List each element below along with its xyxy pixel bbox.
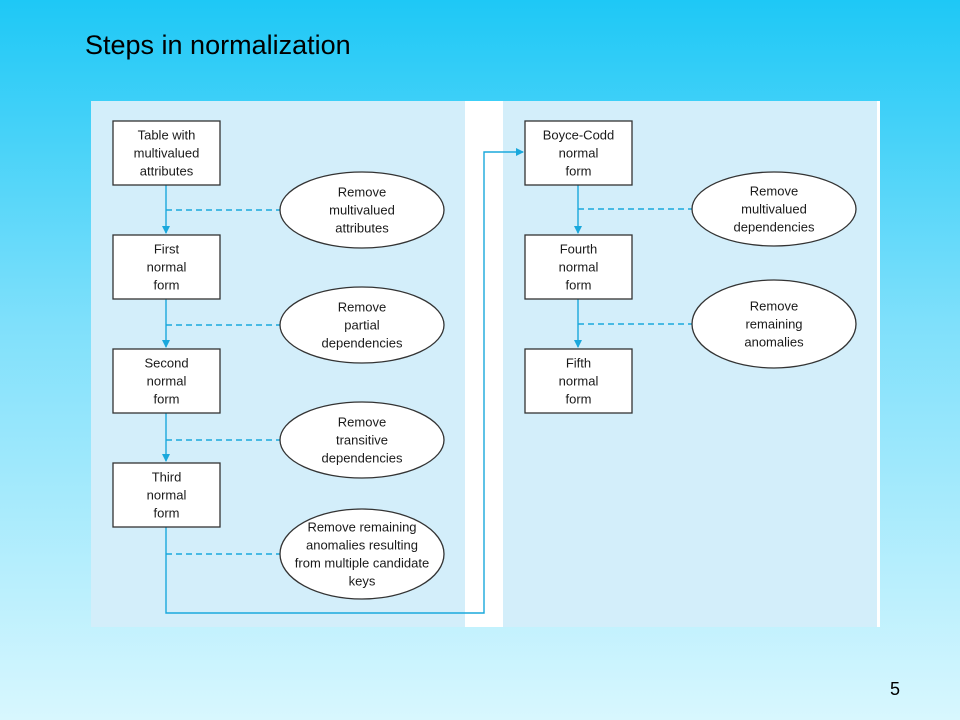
state-box-5nf-line: form <box>566 392 592 407</box>
state-box-5nf <box>524 348 633 414</box>
state-box-bcnf-line: form <box>566 164 592 179</box>
state-box-5nf-line: normal <box>559 374 599 389</box>
step-oval-remaining <box>691 279 857 369</box>
step-oval-mv-dep-line: Remove <box>750 184 798 199</box>
step-oval-candidate <box>279 508 445 600</box>
step-oval-transitive-line: Remove <box>338 415 386 430</box>
step-oval-transitive-line: dependencies <box>322 451 403 466</box>
state-box-2nf-line: Second <box>144 356 188 371</box>
state-box-bcnf-line: Boyce-Codd <box>543 128 615 143</box>
step-oval-partial-line: partial <box>344 318 380 333</box>
state-box-table-line: Table with <box>138 128 196 143</box>
step-oval-mv-dep-line: dependencies <box>734 220 815 235</box>
state-box-3nf <box>112 462 221 528</box>
state-box-table-line: attributes <box>140 164 194 179</box>
step-oval-candidate-line: Remove remaining <box>307 520 416 535</box>
step-oval-candidate-line: anomalies resulting <box>306 538 418 553</box>
state-box-2nf-line: normal <box>147 374 187 389</box>
step-oval-mv-dep <box>691 171 857 247</box>
step-oval-mv-dep-line: multivalued <box>741 202 807 217</box>
state-box-2nf-line: form <box>154 392 180 407</box>
step-oval-transitive <box>279 401 445 479</box>
state-box-4nf-line: form <box>566 278 592 293</box>
state-box-5nf-line: Fifth <box>566 356 591 371</box>
step-oval-remaining-line: Remove <box>750 299 798 314</box>
step-oval-partial-line: dependencies <box>322 336 403 351</box>
state-box-1nf <box>112 234 221 300</box>
state-box-1nf-line: form <box>154 278 180 293</box>
step-oval-remaining-line: remaining <box>745 317 802 332</box>
step-oval-candidate-line: from multiple candidate <box>295 556 429 571</box>
step-oval-partial <box>279 286 445 364</box>
state-box-table-line: multivalued <box>134 146 200 161</box>
flow-arrow-3nf-to-bcnf <box>165 148 524 614</box>
state-box-3nf-line: Third <box>152 470 182 485</box>
step-oval-mv-attr <box>279 171 445 249</box>
state-box-1nf-line: normal <box>147 260 187 275</box>
state-box-3nf-line: form <box>154 506 180 521</box>
step-oval-mv-attr-line: Remove <box>338 185 386 200</box>
step-oval-candidate-line: keys <box>349 574 376 589</box>
step-oval-transitive-line: transitive <box>336 433 388 448</box>
step-oval-remaining-line: anomalies <box>744 335 804 350</box>
state-box-4nf <box>524 234 633 300</box>
state-box-1nf-line: First <box>154 242 180 257</box>
state-box-bcnf-line: normal <box>559 146 599 161</box>
state-box-bcnf <box>524 120 633 186</box>
state-box-4nf-line: normal <box>559 260 599 275</box>
page-number: 5 <box>890 679 901 699</box>
state-box-table <box>112 120 221 186</box>
state-box-2nf <box>112 348 221 414</box>
step-oval-mv-attr-line: attributes <box>335 221 389 236</box>
step-oval-partial-line: Remove <box>338 300 386 315</box>
slide-title: Steps in normalization <box>85 30 351 60</box>
step-oval-mv-attr-line: multivalued <box>329 203 395 218</box>
state-box-4nf-line: Fourth <box>560 242 598 257</box>
state-box-3nf-line: normal <box>147 488 187 503</box>
